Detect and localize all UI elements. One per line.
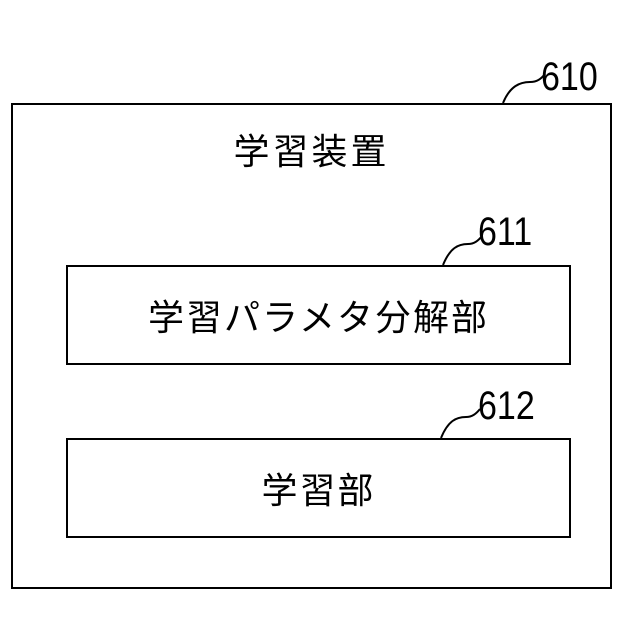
leader-line-610 [503,74,545,103]
learning-device-title: 学習装置 [11,128,612,178]
learning-unit-box: 学習部 [66,438,571,538]
ref-label-611: 611 [478,210,532,254]
ref-label-612: 612 [478,384,535,428]
parameter-decomposition-unit-label: 学習パラメタ分解部 [148,289,489,341]
learning-unit-label: 学習部 [261,462,375,514]
ref-label-610: 610 [541,55,598,99]
parameter-decomposition-unit-box: 学習パラメタ分解部 [66,265,571,365]
